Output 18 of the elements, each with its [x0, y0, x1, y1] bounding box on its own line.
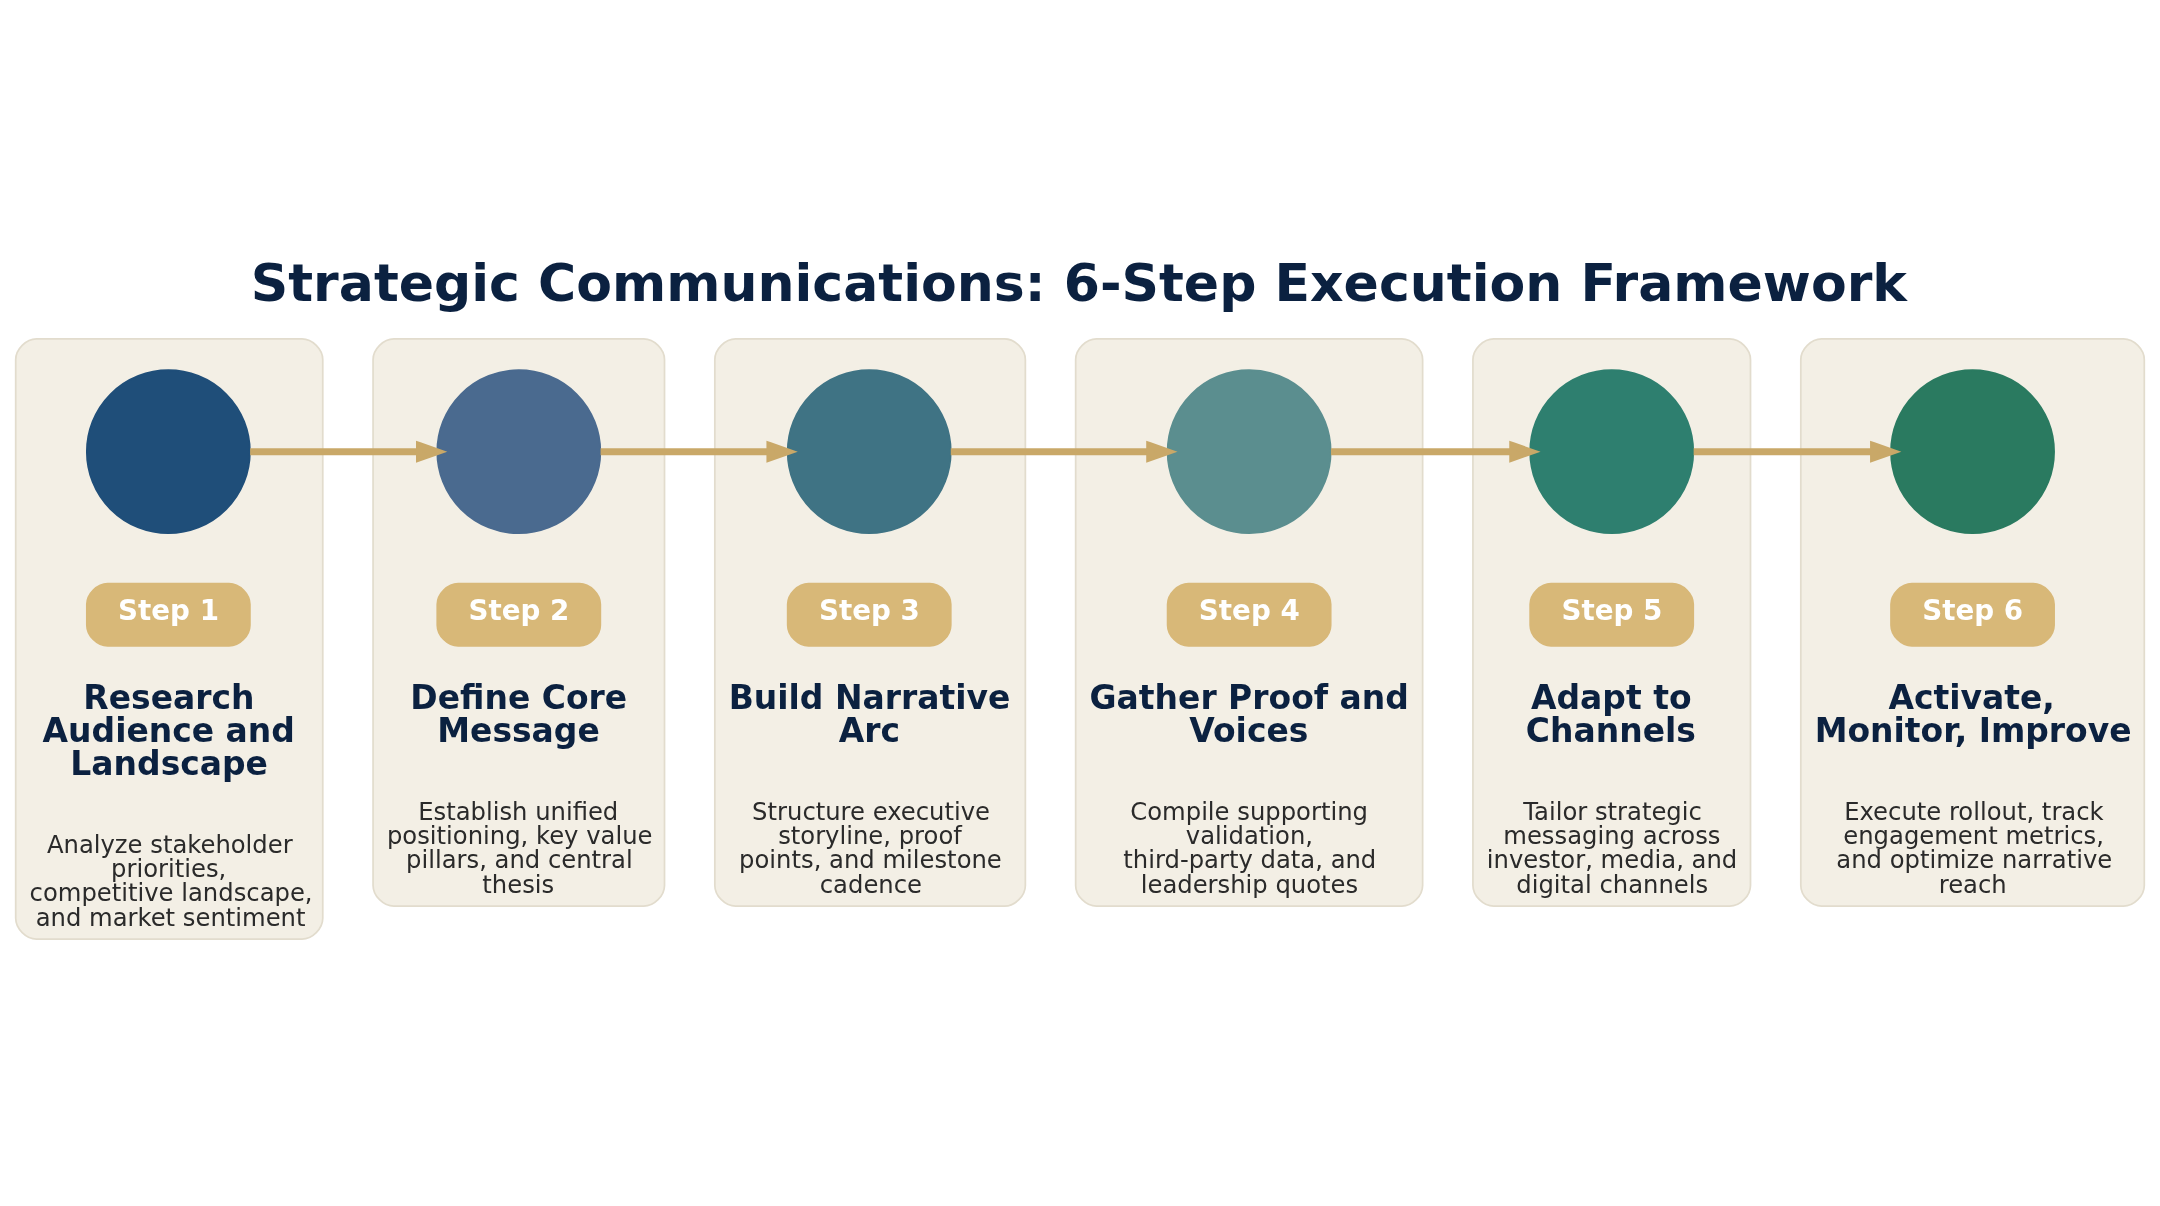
node-circle — [1890, 368, 2055, 534]
node-circle — [436, 368, 602, 534]
node-circle — [1166, 368, 1332, 534]
arrow — [600, 440, 798, 463]
node-box: Step 6 — [1890, 582, 2055, 647]
arrow — [1693, 440, 1902, 463]
node-box: Step 4 — [1166, 582, 1332, 647]
node-circle — [85, 368, 251, 534]
arrow — [950, 440, 1178, 463]
node-circle — [1529, 368, 1695, 534]
arrow — [250, 440, 448, 463]
node-box: Step 2 — [436, 582, 602, 647]
diagram-title: Strategic Communications: 6-Step Execution Framework — [250, 252, 1907, 313]
node-box: Step 1 — [85, 582, 251, 647]
arrow — [1331, 440, 1541, 463]
node-circle — [786, 368, 952, 534]
node-box: Step 3 — [786, 582, 952, 647]
node-box: Step 5 — [1529, 582, 1695, 647]
